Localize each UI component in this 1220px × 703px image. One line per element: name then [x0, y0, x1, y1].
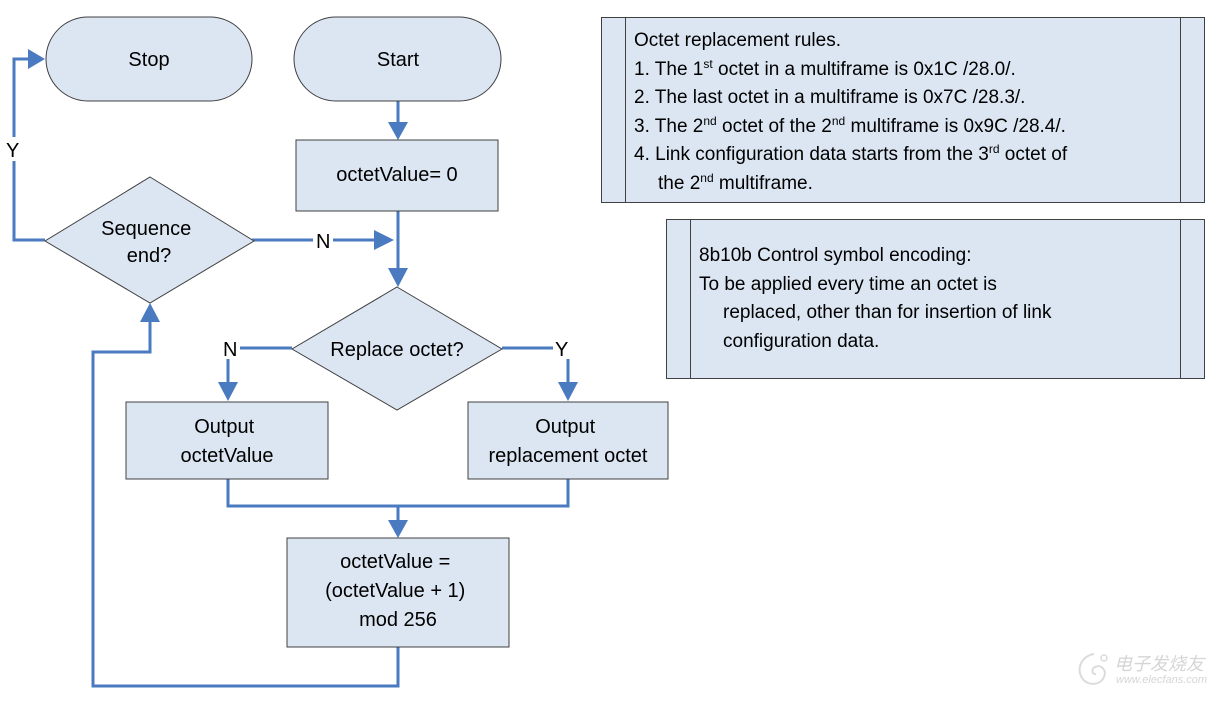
arrowhead [374, 230, 394, 250]
decision-sequence-end-label: Sequence end? [101, 218, 197, 267]
note-title: 8b10b Control symbol encoding: [699, 245, 972, 266]
connectors [12, 49, 578, 688]
arrowhead [218, 382, 238, 401]
edge-label-replace-no: N [223, 339, 237, 361]
edge-labels: Y N N Y [5, 137, 573, 361]
rule-item-4: 4. Link configuration data starts from t… [634, 142, 1068, 165]
note-divider [690, 220, 691, 378]
edge-label-sequence-yes: Y [6, 140, 19, 162]
note-line: configuration data. [723, 330, 880, 352]
note-divider [1180, 18, 1181, 202]
rule-item-2: 2. The last octet in a multiframe is 0x7… [634, 87, 1026, 108]
swirl-logo-icon [1078, 653, 1108, 685]
arrowhead [388, 122, 408, 140]
terminal-start: Start [293, 16, 502, 102]
decision-sequence-end: Sequence end? [44, 176, 255, 304]
note-control-symbol-encoding: 8b10b Control symbol encoding: To be app… [666, 219, 1205, 379]
terminal-stop: Stop [45, 16, 253, 102]
note-line: To be applied every time an octet is [699, 273, 997, 295]
note-divider [625, 18, 626, 202]
edge-outputs-merge [226, 479, 570, 508]
arrowhead [28, 49, 45, 69]
note-divider [1180, 220, 1181, 378]
edge-label-replace-yes: Y [555, 339, 568, 361]
arrowhead [558, 382, 578, 401]
rule-item-1: 1. The 1st octet in a multiframe is 0x1C… [634, 56, 1016, 80]
decision-replace-octet-label: Replace octet? [330, 339, 463, 361]
edge-loop-back [91, 320, 400, 688]
terminal-stop-label: Stop [128, 49, 169, 71]
process-output-value: Output octetValue [125, 401, 329, 480]
decision-replace-octet: Replace octet? [291, 286, 503, 411]
note-title: Octet replacement rules. [634, 30, 841, 51]
process-increment-label: octetValue = (octetValue + 1) mod 256 [325, 551, 471, 631]
edge-label-sequence-no: N [316, 231, 330, 253]
arrowhead [388, 268, 408, 287]
process-init: octetValue= 0 [295, 139, 499, 212]
process-output-value-label: Output octetValue [180, 416, 273, 467]
process-output-replacement: Output replacement octet [467, 401, 669, 480]
rule-item-3: 3. The 2nd octet of the 2nd multiframe i… [634, 113, 1066, 137]
watermark-brand: 电子发烧友 [1114, 654, 1204, 674]
watermark-url: www.elecfans.com [1116, 674, 1208, 686]
process-output-replacement-label: Output replacement octet [489, 416, 648, 467]
note-octet-replacement-rules: Octet replacement rules. 1. The 1st octe… [601, 17, 1205, 203]
arrowhead [140, 303, 160, 322]
watermark-logo: 电子发烧友 www.elecfans.com [1074, 648, 1214, 698]
process-init-label: octetValue= 0 [336, 164, 457, 186]
note-line: replaced, other than for insertion of li… [723, 302, 1052, 323]
rule-item-4-continued: the 2nd multiframe. [658, 170, 813, 194]
arrowhead [388, 520, 408, 538]
process-increment: octetValue = (octetValue + 1) mod 256 [286, 537, 510, 648]
terminal-start-label: Start [377, 49, 420, 71]
